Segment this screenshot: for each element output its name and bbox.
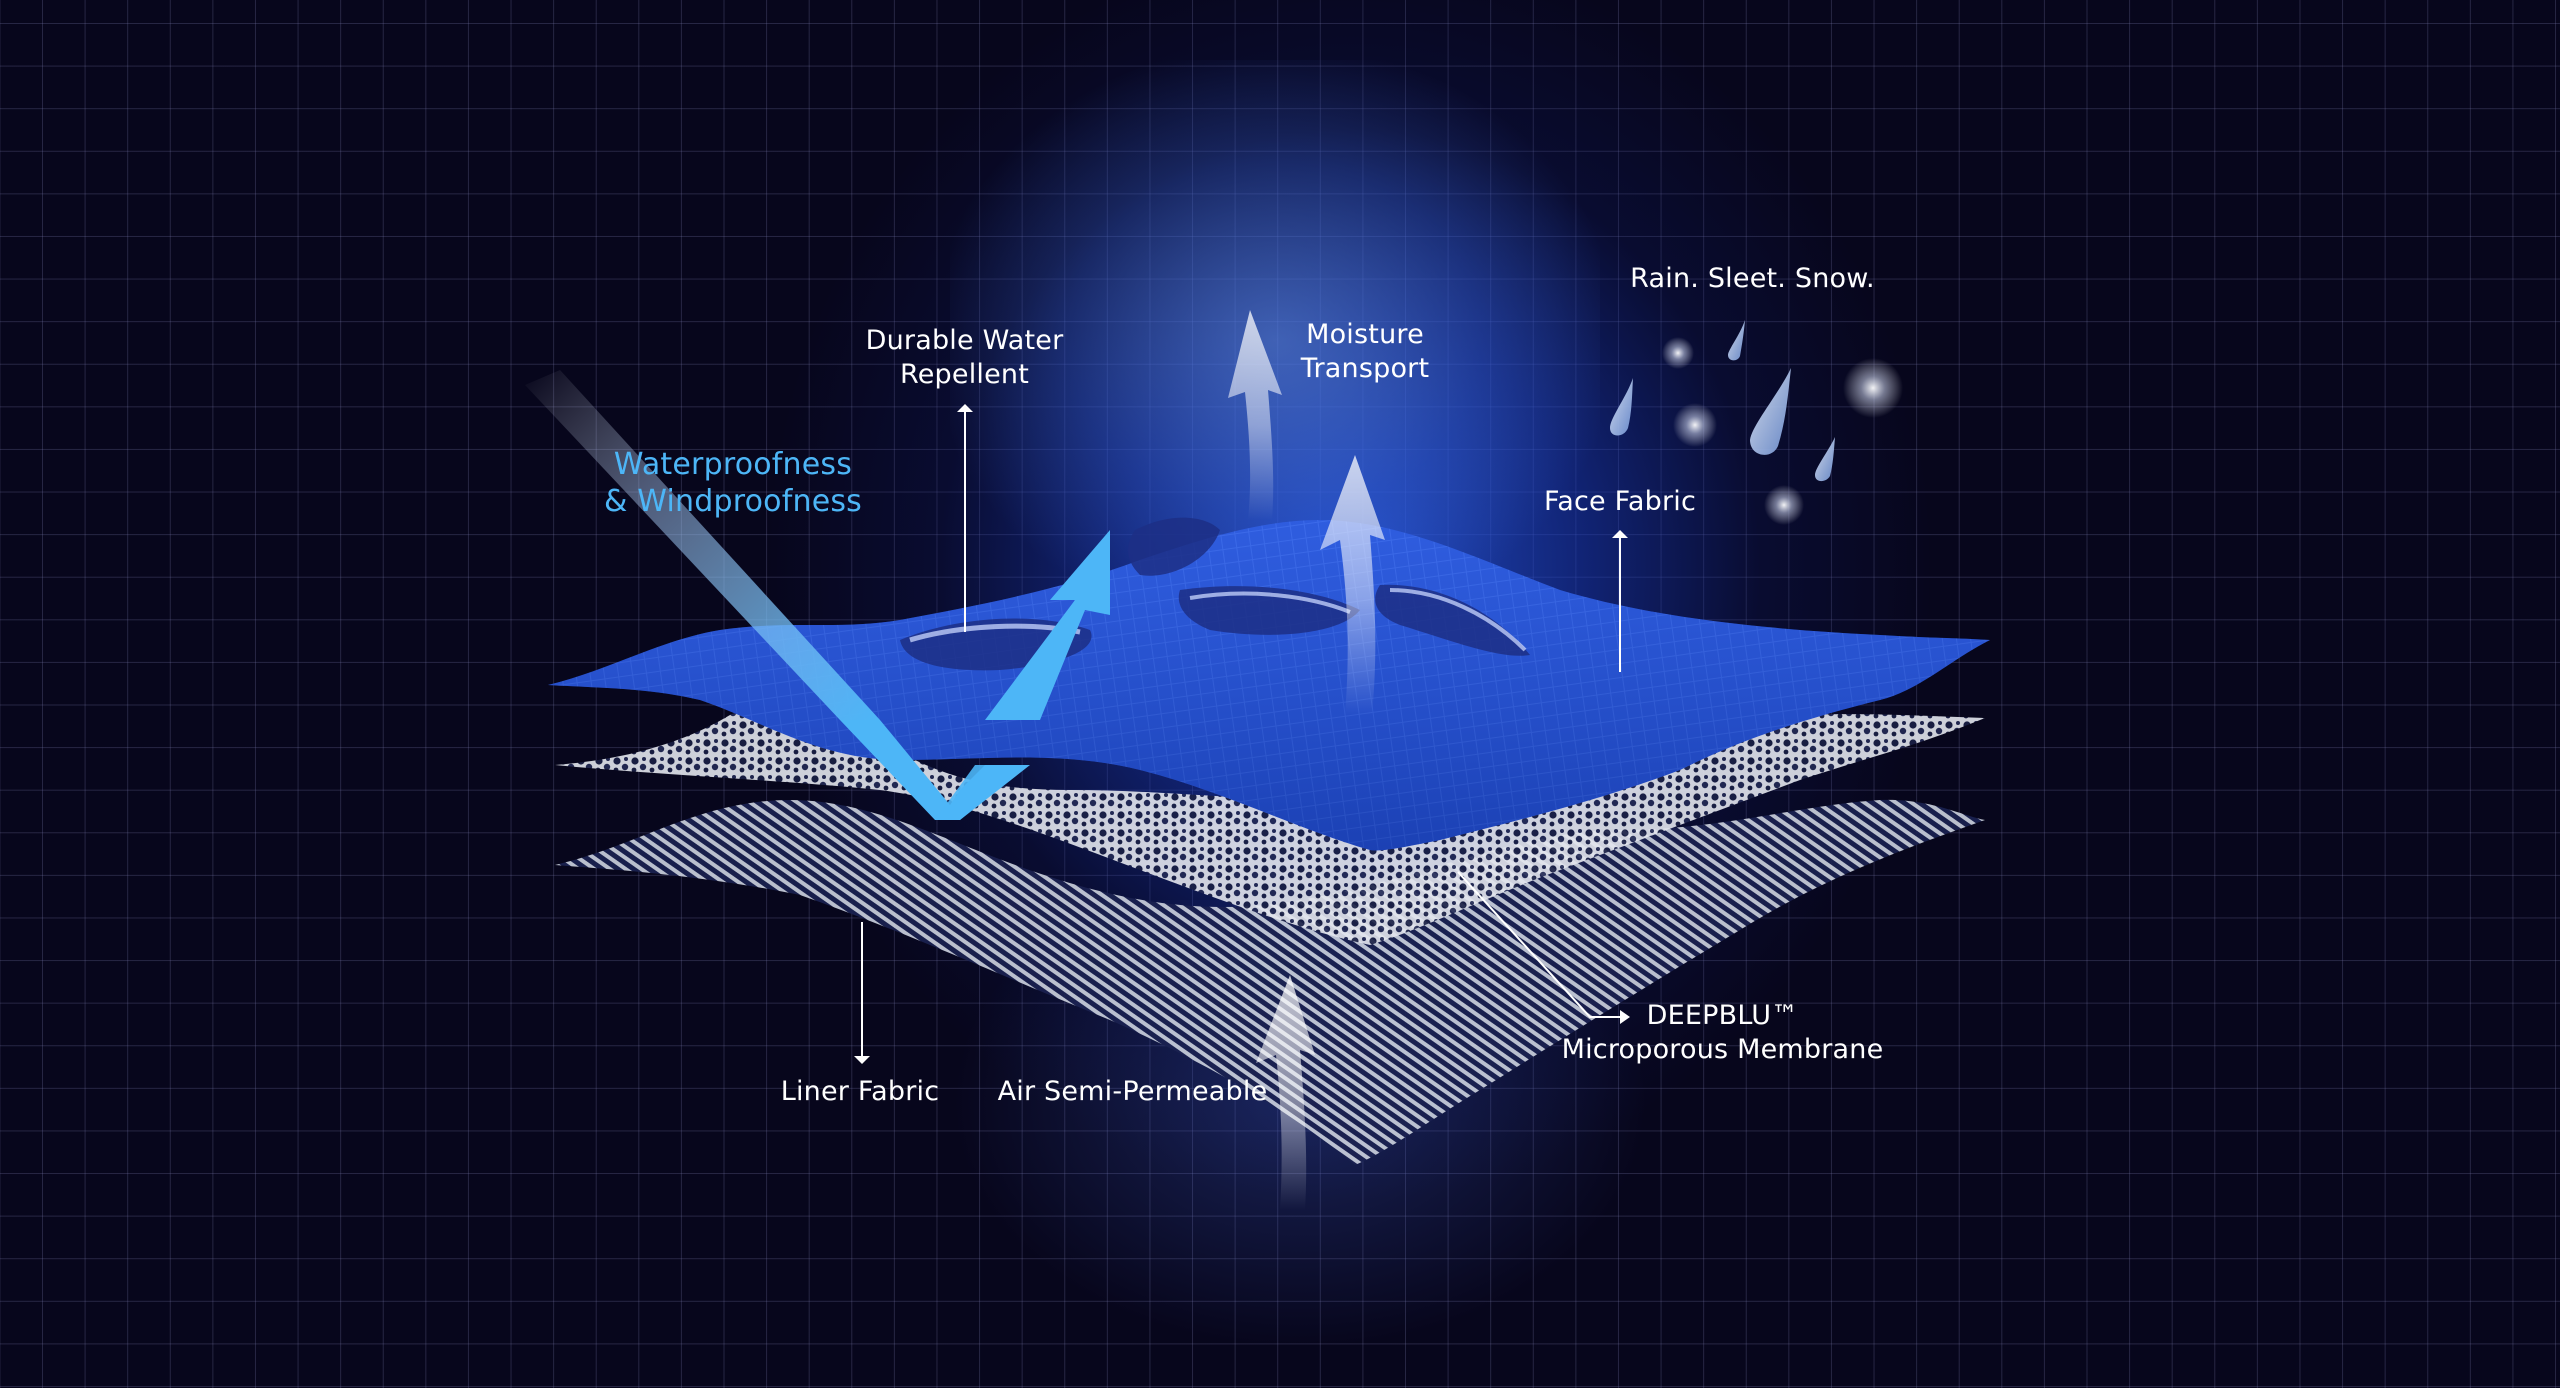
dwr-label-line1: Durable Water: [865, 325, 1064, 356]
moisture-arrow-icon: [1228, 310, 1385, 715]
liner-fabric-layer: [555, 799, 1985, 1165]
snowflake-icon: [1673, 403, 1717, 447]
weather-icons: [1610, 320, 1903, 525]
arrow-up-icon: [957, 404, 973, 412]
waterproof-label-line2: & Windproofness: [603, 484, 863, 519]
arrow-down-icon: [854, 1056, 870, 1064]
rain-drop-icon: [1815, 437, 1835, 482]
air-arrow-icon: [1256, 975, 1315, 1210]
moisture-label-line1: Moisture: [1306, 319, 1424, 350]
pointer-lines: [854, 404, 1630, 1064]
rain-label: Rain. Sleet. Snow.: [1630, 263, 1875, 294]
liner-fabric-label: Liner Fabric: [780, 1076, 940, 1107]
dwr-label: Durable Water Repellent: [862, 324, 1067, 392]
dwr-label-line2: Repellent: [899, 359, 1030, 390]
rain-drop-icon: [1610, 378, 1633, 436]
rain-drop-icon: [1728, 320, 1745, 361]
membrane-label: DEEPBLU™ Microporous Membrane: [1555, 999, 1890, 1067]
moisture-label-line2: Transport: [1300, 353, 1430, 384]
membrane-pointer: [1457, 871, 1622, 1018]
rain-drop-icon: [1750, 368, 1791, 455]
waterproof-label-line1: Waterproofness: [613, 447, 853, 482]
snowflake-icon: [1843, 358, 1903, 418]
snowflake-icon: [1764, 485, 1804, 525]
snowflake-icon: [1662, 337, 1694, 369]
face-fabric-label: Face Fabric: [1543, 486, 1697, 517]
arrow-up-icon: [1612, 530, 1628, 538]
membrane-label-line1: DEEPBLU™: [1646, 1000, 1799, 1031]
waterproof-label: Waterproofness & Windproofness: [598, 446, 868, 520]
moisture-label: Moisture Transport: [1290, 318, 1440, 386]
air-label: Air Semi-Permeable: [997, 1076, 1268, 1107]
waterproof-arrow-icon: [525, 370, 1110, 820]
membrane-label-line2: Microporous Membrane: [1561, 1034, 1884, 1065]
arrow-right-icon: [1620, 1010, 1630, 1024]
